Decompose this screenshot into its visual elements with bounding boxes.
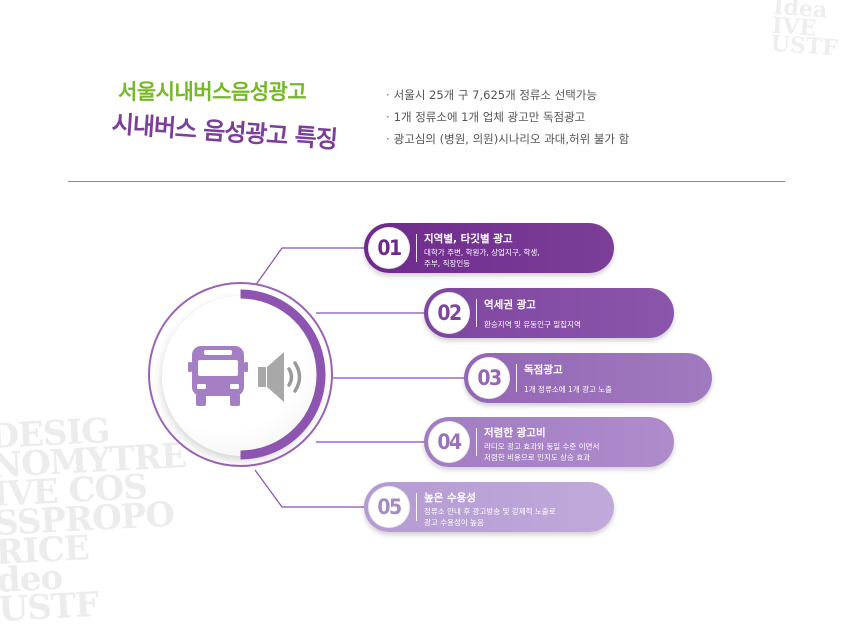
pill-description-line: 주부, 직장인등: [424, 259, 471, 268]
pill-description-line: 광고 수용성이 높음: [424, 518, 484, 527]
header-divider: [68, 181, 785, 182]
center-accent-arc: [240, 289, 326, 460]
pill-title: 지역별, 타깃별 광고: [424, 233, 513, 245]
pill-description: 환승지역 및 유동인구 밀집지역: [484, 319, 581, 330]
pill-description: 라디오 광고 효과와 동일 수준 이면서 저렴한 비용으로 인지도 상승 효과: [484, 441, 599, 463]
pill-separator: [476, 299, 477, 327]
pill-description: 1개 정류소에 1개 광고 노출: [524, 384, 612, 395]
pill-separator: [416, 493, 417, 521]
feature-pill-05: 05 높은 수용성 정류소 안내 후 광고방송 및 강제적 노출로 광고 수용성…: [364, 482, 614, 532]
feature-item: 광고심의 (병원, 의원)시나리오 과대,허위 불가 함: [386, 128, 630, 150]
pill-title: 높은 수용성: [424, 492, 476, 504]
pill-description-line: 대학가 주변, 학원가, 상업지구, 학생,: [424, 248, 540, 257]
pill-description-line: 라디오 광고 효과와 동일 수준 이면서: [484, 442, 600, 451]
bus-icon: [188, 346, 248, 406]
pill-number-badge: 05: [368, 486, 410, 528]
feature-pill-04: 04 저렴한 광고비 라디오 광고 효과와 동일 수준 이면서 저렴한 비용으로…: [424, 417, 674, 467]
feature-pill-01: 01 지역별, 타깃별 광고 대학가 주변, 학원가, 상업지구, 학생, 주부…: [364, 223, 614, 273]
pill-description: 대학가 주변, 학원가, 상업지구, 학생, 주부, 직장인등: [424, 247, 540, 269]
pill-number-badge: 03: [468, 357, 510, 399]
pill-separator: [516, 364, 517, 392]
pill-description-line: 저렴한 비용으로 인지도 상승 효과: [484, 453, 591, 462]
speaker-icon: [258, 352, 302, 402]
pill-description-line: 1개 정류소에 1개 광고 노출: [524, 385, 613, 394]
pill-description-line: 환승지역 및 유동인구 밀집지역: [484, 320, 581, 329]
title-line-1: 서울시내버스음성광고: [118, 80, 307, 104]
pill-number-badge: 01: [368, 227, 410, 269]
pill-number-badge: 02: [428, 292, 470, 334]
pill-title: 저렴한 광고비: [484, 427, 546, 439]
pill-description: 정류소 안내 후 광고방송 및 강제적 노출로 광고 수용성이 높음: [424, 506, 556, 528]
feature-item: 서울시 25개 구 7,625개 정류소 선택가능: [386, 84, 629, 106]
connector-line-1: [254, 247, 366, 287]
feature-list: 서울시 25개 구 7,625개 정류소 선택가능 1개 정류소에 1개 업체 …: [386, 84, 630, 150]
connector-line-5: [254, 469, 366, 508]
pill-separator: [416, 234, 417, 262]
feature-item: 1개 정류소에 1개 업체 광고만 독점광고: [386, 106, 629, 128]
connector-lines: [254, 247, 466, 508]
feature-pill-02: 02 역세권 광고 환승지역 및 유동인구 밀집지역: [424, 288, 674, 338]
pill-title: 역세권 광고: [484, 299, 536, 311]
pill-number-badge: 04: [428, 421, 470, 463]
pill-description-line: 정류소 안내 후 광고방송 및 강제적 노출로: [424, 507, 556, 516]
pill-separator: [476, 428, 477, 456]
feature-pill-03: 03 독점광고 1개 정류소에 1개 광고 노출: [464, 353, 712, 403]
pill-title: 독점광고: [524, 364, 563, 376]
